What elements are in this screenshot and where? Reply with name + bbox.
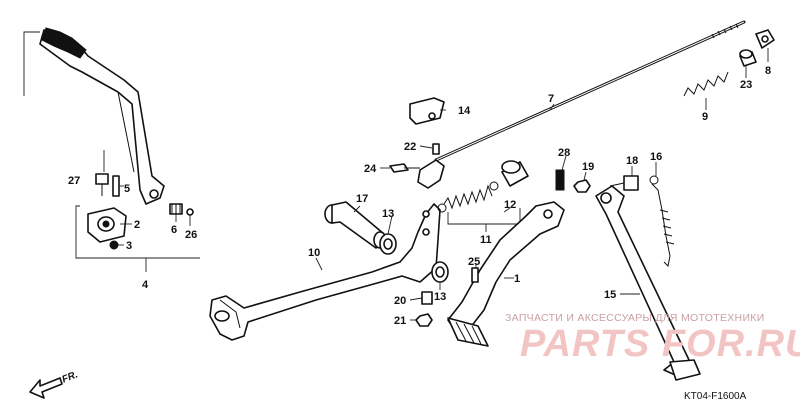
pin-5 — [112, 175, 120, 197]
bolt-24 — [389, 163, 420, 173]
pivot-shaft-17 — [324, 201, 387, 249]
nut-21 — [415, 313, 433, 327]
callout-18: 18 — [626, 155, 638, 167]
kick-boss-2 — [87, 207, 127, 243]
pin-26 — [186, 208, 194, 216]
nut-3 — [109, 240, 119, 250]
callout-25: 25 — [468, 256, 480, 268]
front-arrow-icon — [29, 377, 63, 399]
washer-13b — [431, 261, 449, 283]
watermark-tagline: ЗАПЧАСТИ И АКСЕССУАРЫ ДЛЯ МОТОТЕХНИКИ — [505, 312, 765, 324]
callout-16: 16 — [650, 151, 662, 163]
callout-10: 10 — [308, 247, 320, 259]
bolt-18 — [609, 175, 639, 191]
callout-15: 15 — [604, 289, 616, 301]
bracket-11 — [447, 208, 521, 225]
callout-19: 19 — [582, 161, 594, 173]
callout-26: 26 — [185, 229, 197, 241]
bolt-28 — [555, 169, 565, 191]
callout-6: 6 — [171, 224, 177, 236]
kick-starter-arm — [39, 27, 165, 205]
arm-1 — [447, 201, 565, 347]
callout-20: 20 — [394, 295, 406, 307]
spring-6 — [169, 203, 183, 215]
leader-lines — [118, 48, 769, 321]
brake-rod-7 — [417, 20, 746, 189]
callout-17: 17 — [356, 193, 368, 205]
callout-27: 27 — [68, 175, 80, 187]
callout-24: 24 — [364, 163, 377, 175]
callout-13b: 13 — [434, 291, 446, 303]
callout-9: 9 — [702, 111, 708, 123]
callout-8: 8 — [765, 65, 771, 77]
callout-2: 2 — [134, 219, 140, 231]
callout-4: 4 — [142, 279, 149, 291]
bracket-4 — [75, 205, 200, 259]
nut-19 — [573, 179, 591, 193]
switch-bracket-14 — [409, 97, 445, 125]
watermark-brand: PARTS FOR.RU — [520, 323, 800, 365]
callout-14: 14 — [458, 105, 471, 117]
washer-13a — [379, 233, 397, 255]
callout-21: 21 — [394, 315, 406, 327]
bolt-25 — [471, 267, 479, 283]
joint-23 — [739, 49, 757, 67]
spring-9 — [683, 71, 729, 97]
spring-sleeve-12 — [501, 160, 529, 187]
callouts: 1 2 3 4 5 6 7 8 9 10 11 12 13 13 14 15 1… — [68, 65, 771, 327]
callout-1: 1 — [514, 273, 520, 285]
callout-5: 5 — [124, 183, 130, 195]
bolt-20 — [421, 291, 433, 305]
adjust-nut-8 — [755, 29, 775, 49]
callout-28: 28 — [558, 147, 570, 159]
stand-spring-16 — [649, 175, 675, 268]
callout-23: 23 — [740, 79, 752, 91]
side-stand-15 — [595, 185, 701, 381]
callout-22: 22 — [404, 141, 416, 153]
bolt-27 — [95, 150, 109, 196]
callout-3: 3 — [126, 240, 132, 252]
leader-4-top — [23, 31, 40, 96]
callout-7: 7 — [548, 93, 554, 105]
return-spring — [437, 181, 499, 213]
callout-13a: 13 — [382, 208, 394, 220]
callout-11: 11 — [480, 234, 492, 246]
screw-22 — [432, 143, 440, 155]
brake-pedal-10 — [209, 203, 441, 341]
diagram-code: KT04-F1600A — [684, 391, 747, 402]
callout-12: 12 — [504, 199, 516, 211]
